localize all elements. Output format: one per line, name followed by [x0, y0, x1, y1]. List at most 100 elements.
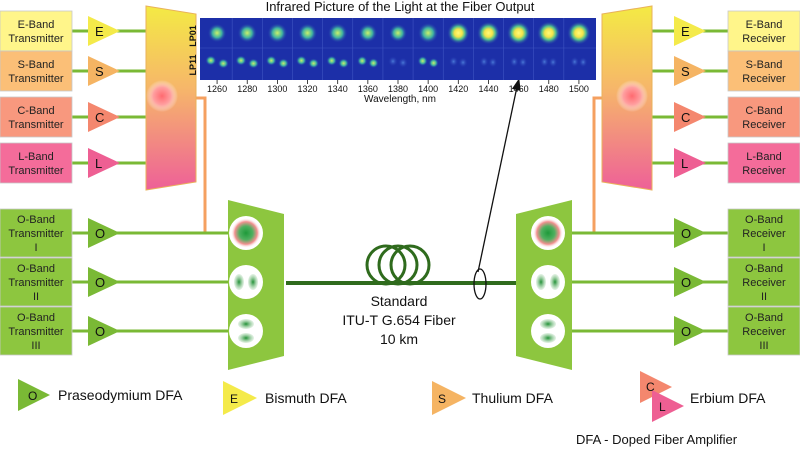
o-receiver-box-label: O-Band [745, 214, 783, 226]
transmitter-box-label: S-Band [18, 59, 55, 71]
amplifier-symbol: O [95, 324, 105, 339]
o-transmitter-group: O-BandTransmitterIOO-BandTransmitterIIOO… [0, 208, 120, 356]
fiber-label-line3: 10 km [380, 331, 418, 347]
wavelength-tick-label: 1380 [388, 84, 408, 94]
rx-amplifier-1: S [674, 56, 706, 86]
mode-label-lp11: LP11 [188, 54, 198, 75]
orx-amplifier-0: O [674, 218, 706, 248]
lp11-lobe [235, 55, 247, 66]
tx-amplifier-2: C [88, 102, 120, 132]
lp11-lobe [458, 57, 468, 68]
receiver-box-label: S-Band [746, 59, 783, 71]
wavelength-mux-left [145, 5, 197, 191]
lp11-lobe [326, 55, 338, 66]
lp11-lobe [449, 56, 459, 67]
legend-item-erbium: C L Erbium DFA [640, 371, 766, 422]
o-receiver-box-label: III [759, 340, 768, 352]
lp11-lobe [488, 57, 498, 68]
line-mode-demux-to-demux [570, 96, 602, 235]
otx-amplifier-1: O [88, 267, 120, 297]
wavelength-tick-label: 1360 [358, 84, 378, 94]
lp01-spot [506, 21, 531, 45]
amplifier-symbol: O [681, 226, 691, 241]
lp01-spot [297, 23, 318, 43]
wavelength-tick-label: 1300 [267, 84, 287, 94]
amplifier-symbol: E [681, 24, 690, 39]
transmitter-box-label: E-Band [18, 19, 55, 31]
receiver-box-label: Receiver [742, 119, 786, 131]
o-transmitter-box-label: Transmitter [8, 326, 64, 338]
fiber-coil [365, 244, 431, 286]
receiver-box-label: C-Band [745, 105, 782, 117]
lp01-spot [327, 23, 348, 43]
wavelength-tick-label: 1460 [509, 84, 529, 94]
o-transmitter-box-label: Transmitter [8, 228, 64, 240]
legend-item-thulium: S Thulium DFA [432, 381, 554, 415]
legend-label-bismuth: Bismuth DFA [265, 390, 347, 406]
lp11-lobe [338, 58, 349, 69]
receiver-box-label: Receiver [742, 73, 786, 85]
wavelength-tick-label: 1480 [539, 84, 559, 94]
wavelength-demux-right [601, 5, 653, 191]
wavelength-axis-label: Wavelength, nm [364, 94, 436, 105]
lp01-spot [477, 21, 500, 45]
amplifier-symbol: C [95, 110, 104, 125]
panel-title: Infrared Picture of the Light at the Fib… [266, 0, 535, 14]
lp01-spot [447, 21, 470, 45]
svg-text:C: C [646, 380, 655, 394]
receiver-box-label: Receiver [742, 33, 786, 45]
transmitter-box-label: Transmitter [8, 33, 64, 45]
lp11-lobe [548, 57, 558, 68]
lp11-lobe [265, 55, 277, 66]
probe-arrow [473, 78, 521, 300]
lp11-lobe [579, 57, 588, 68]
footnote: DFA - Doped Fiber Amplifier [576, 432, 738, 447]
lp11-lobe [308, 58, 320, 69]
o-transmitter-box-label: I [34, 242, 37, 254]
orx-amplifier-1: O [674, 267, 706, 297]
otx-amplifier-0: O [88, 218, 120, 248]
o-receiver-box-label: O-Band [745, 312, 783, 324]
wavelength-tick-label: 1260 [207, 84, 227, 94]
amplifier-symbol: O [681, 275, 691, 290]
lp11-lobe [518, 57, 528, 68]
lp01-spot [237, 23, 257, 43]
lp11-lobe [217, 58, 229, 69]
lp01-spot [358, 23, 378, 43]
ir-cells [200, 18, 596, 80]
legend-symbol-o: O [28, 389, 37, 403]
o-receiver-box-label: O-Band [745, 263, 783, 275]
amplifier-symbol: C [681, 110, 690, 125]
legend-label-praseodymium: Praseodymium DFA [58, 387, 183, 403]
lp01-spot [537, 21, 561, 45]
legend: O Praseodymium DFA E Bismuth DFA S Thuli… [18, 371, 766, 422]
mode-demux-right [516, 200, 572, 370]
amplifier-symbol: S [681, 64, 690, 79]
lp11-lobe [479, 56, 489, 67]
lp11-lobe [428, 58, 439, 68]
o-receiver-group: O-BandReceiverIOO-BandReceiverIIOO-BandR… [674, 208, 800, 356]
wavelength-tick-label: 1400 [418, 84, 438, 94]
o-receiver-box-label: I [762, 242, 765, 254]
lp11-lobe [540, 56, 549, 67]
mode-label-lp01: LP01 [188, 25, 198, 47]
o-transmitter-box-label: II [33, 291, 39, 303]
tx-amplifier-1: S [88, 56, 120, 86]
lp11-lobe [357, 55, 368, 66]
amplifier-symbol: E [95, 24, 104, 39]
lp01-spot [389, 24, 407, 42]
fiber-label-line2: ITU-T G.654 Fiber [342, 312, 456, 328]
tx-amplifier-3: L [88, 148, 120, 178]
otx-amplifier-2: O [88, 316, 120, 346]
fiber-label-line1: Standard [371, 293, 428, 309]
lp01-spot [417, 22, 439, 44]
svg-text:L: L [659, 400, 666, 414]
